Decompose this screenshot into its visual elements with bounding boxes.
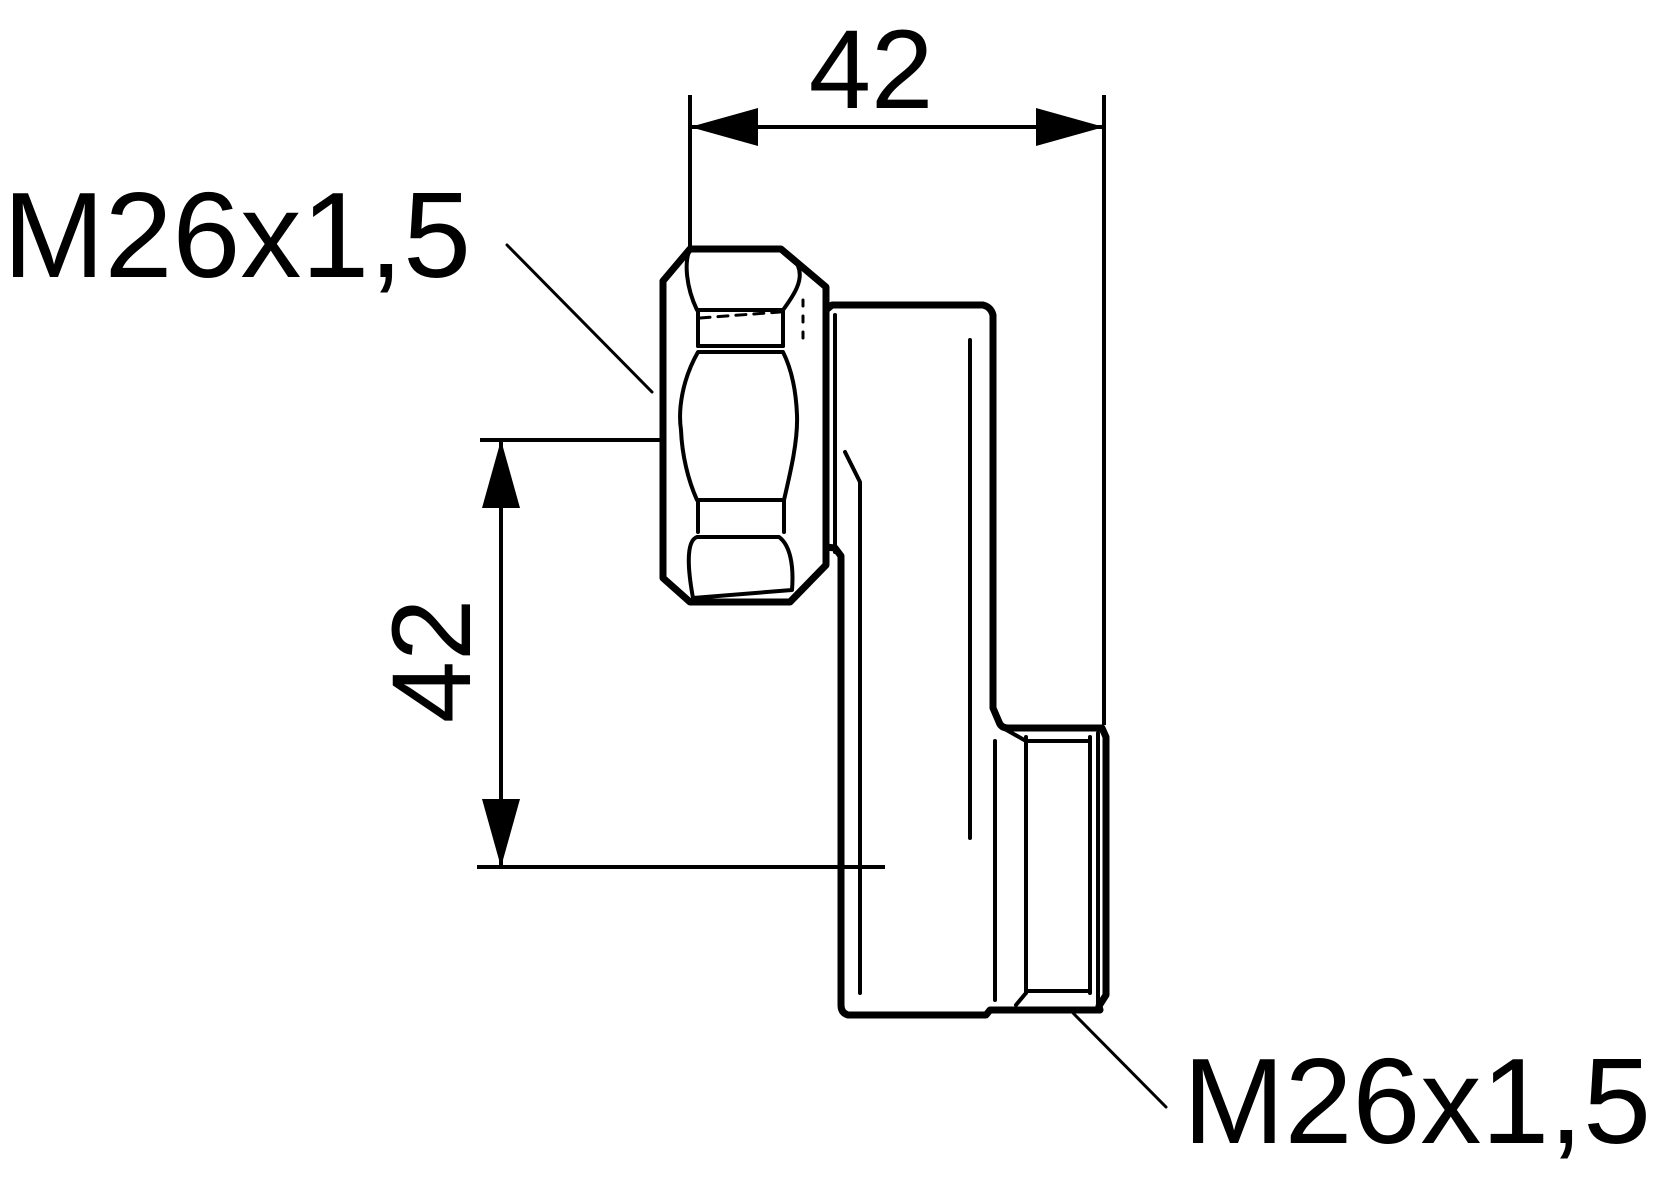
union-body-inner-chamfer — [843, 450, 862, 995]
hex-nut-lower-curve — [686, 535, 795, 600]
union-thread-top-bracket — [1001, 726, 1092, 743]
left-dimension: 42 — [369, 438, 885, 869]
thread-label-bottom: M26x1,5 — [1183, 1033, 1651, 1169]
hex-nut-upper-curve — [684, 247, 802, 312]
left-dimension-value: 42 — [369, 599, 494, 724]
top-arrow-right — [1036, 108, 1104, 146]
hex-nut-middle-curve — [678, 350, 800, 502]
hex-nut-dashed-edge — [698, 310, 782, 320]
thread-leader-bottom — [1071, 1011, 1168, 1109]
thread-leader-top — [505, 243, 654, 394]
union-body-outline — [822, 301, 1110, 1019]
thread-label-top: M26x1,5 — [3, 167, 471, 303]
top-arrow-left — [690, 108, 758, 146]
union-body — [822, 301, 1110, 1019]
left-arrow-top — [482, 440, 520, 508]
top-dimension: 42 — [688, 7, 1106, 725]
hex-nut — [659, 245, 830, 606]
hex-nut-outline — [659, 245, 830, 606]
top-dimension-value: 42 — [809, 7, 934, 132]
union-thread-bottom-bracket — [1014, 989, 1092, 1007]
left-arrow-bottom — [482, 799, 520, 867]
